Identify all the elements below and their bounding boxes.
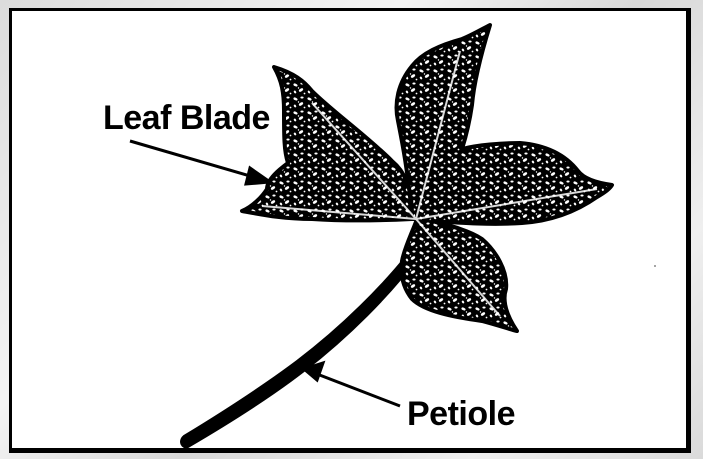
leaf-blade-arrow	[130, 141, 270, 184]
petiole-label: Petiole	[407, 395, 515, 434]
petiole-stem	[181, 249, 418, 447]
leaf-blade-label: Leaf Blade	[103, 99, 270, 138]
leaf-illustration	[12, 11, 688, 451]
petiole-arrow	[304, 363, 400, 406]
diagram-frame: Leaf Blade Petiole	[9, 8, 691, 453]
